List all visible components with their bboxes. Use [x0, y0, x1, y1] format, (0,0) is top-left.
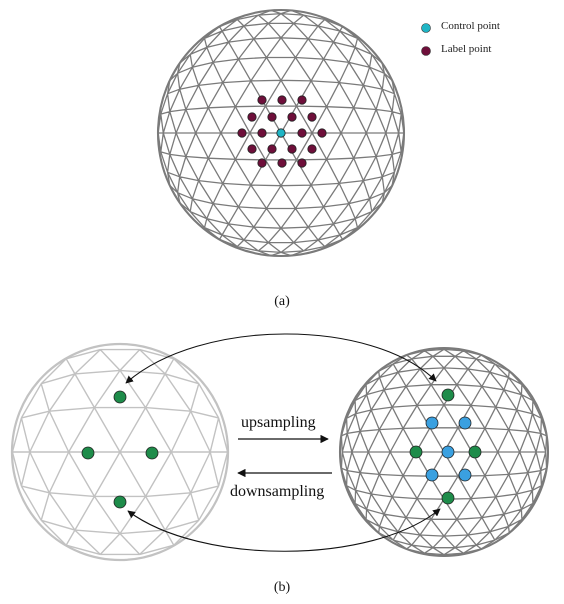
label-point [257, 128, 267, 138]
sphere-coarse-edges [11, 348, 229, 556]
original-vertex [468, 445, 482, 459]
sphere-a [156, 8, 406, 258]
legend-control-point-label: Control point [441, 20, 500, 32]
sphere-coarse-points [81, 390, 159, 509]
label-point [237, 128, 247, 138]
label-point [247, 144, 257, 154]
label-point [277, 95, 287, 105]
sphere-fine [338, 346, 550, 558]
sphere-a-points [237, 95, 327, 168]
coarse-vertex [113, 390, 127, 404]
caption-a: (a) [274, 294, 290, 309]
upsampled-vertex [425, 416, 439, 430]
upsampled-vertex [441, 445, 455, 459]
sphere-fine-mesh [338, 346, 550, 558]
sphere-coarse-outline [10, 342, 230, 562]
sphere-a-outline [156, 8, 406, 258]
label-point [257, 95, 267, 105]
coarse-vertex [81, 446, 95, 460]
label-point [317, 128, 327, 138]
label-point [277, 158, 287, 168]
original-vertex [441, 388, 455, 402]
label-point [307, 112, 317, 122]
label-point [287, 112, 297, 122]
legend-label-point-label: Label point [441, 43, 492, 55]
sphere-coarse [10, 342, 230, 562]
label-point [267, 112, 277, 122]
label-point [257, 158, 267, 168]
label-point [297, 95, 307, 105]
label-point [247, 112, 257, 122]
upsampled-vertex [458, 416, 472, 430]
upsampled-vertex [458, 468, 472, 482]
legend [421, 23, 431, 56]
sphere-fine-outline [338, 346, 550, 558]
legend-label-point-marker [421, 46, 431, 56]
label-point [297, 158, 307, 168]
legend-control-point-marker [421, 23, 431, 33]
coarse-vertex [113, 495, 127, 509]
sphere-fine-points [409, 388, 482, 505]
label-point [297, 128, 307, 138]
upsampled-vertex [425, 468, 439, 482]
label-point [267, 144, 277, 154]
original-vertex [409, 445, 423, 459]
label-point [287, 144, 297, 154]
original-vertex [441, 491, 455, 505]
caption-b: (b) [273, 580, 291, 595]
top-correspondence-arrow [125, 333, 437, 384]
sphere-a-mesh [156, 8, 406, 258]
bottom-correspondence-arrow [127, 508, 441, 552]
downsampling-label: downsampling [230, 483, 325, 500]
label-point [307, 144, 317, 154]
upsampling-label: upsampling [241, 414, 316, 431]
coarse-vertex [145, 446, 159, 460]
sphere-coarse-mesh [10, 342, 230, 562]
control-point [276, 128, 286, 138]
